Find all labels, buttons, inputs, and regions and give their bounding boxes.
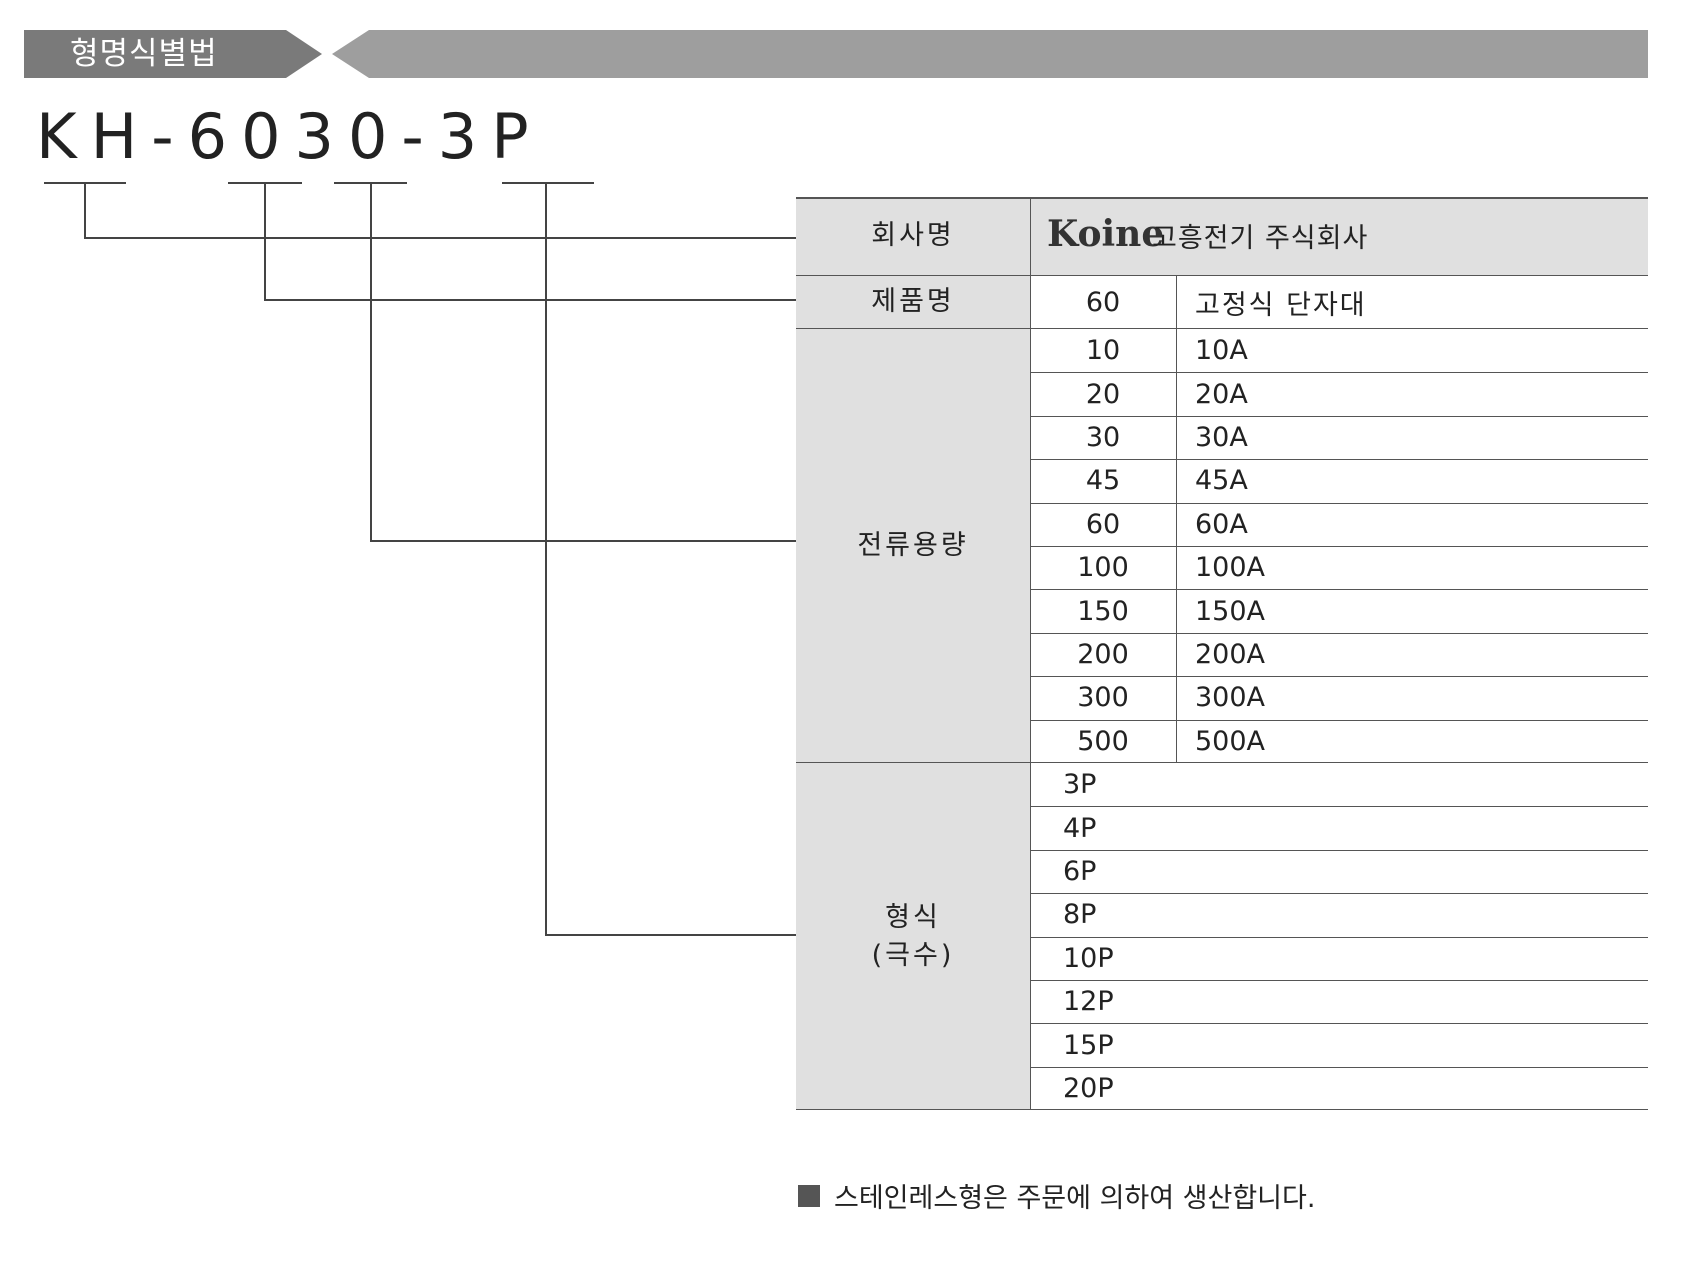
current-code: 300: [1077, 682, 1129, 714]
company-label: 회사명: [796, 197, 1030, 275]
current-value: 20A: [1195, 378, 1248, 410]
row-divider: [1031, 676, 1648, 678]
current-code: 30: [1085, 421, 1121, 453]
current-value: 10A: [1195, 335, 1248, 367]
footnote-text: 스테인레스형은 주문에 의하여 생산합니다.: [834, 1183, 1316, 1214]
row-divider: [1031, 632, 1648, 634]
current-value: 30A: [1195, 421, 1248, 453]
current-label: 전류용량: [796, 329, 1030, 762]
current-code: 200: [1077, 638, 1129, 670]
pole-count: 12P: [1063, 986, 1114, 1018]
current-code: 150: [1077, 595, 1129, 627]
footnote: 스테인레스형은 주문에 의하여 생산합니다.: [798, 1176, 1315, 1215]
product-code: 60: [1085, 286, 1121, 318]
current-value: 300A: [1195, 682, 1266, 714]
table-divider: [796, 275, 1648, 276]
row-divider: [1031, 719, 1648, 721]
row-divider: [1031, 589, 1648, 591]
row-divider: [1031, 415, 1648, 417]
current-value: 500A: [1195, 725, 1266, 757]
current-value: 100A: [1195, 552, 1266, 584]
model-code: KH-6030-3P: [36, 100, 543, 173]
type-label-line1: 형식: [885, 901, 941, 933]
current-value: 200A: [1195, 638, 1266, 670]
company-name: 고흥전기 주식회사: [1152, 223, 1369, 254]
row-divider: [1031, 936, 1648, 938]
current-code: 10: [1085, 335, 1121, 367]
pole-count: 3P: [1063, 769, 1097, 801]
row-divider: [1031, 849, 1648, 851]
row-divider: [1031, 502, 1648, 504]
row-divider: [1031, 1066, 1648, 1068]
current-code: 45: [1085, 465, 1121, 497]
current-code: 60: [1085, 508, 1121, 540]
pole-count: 4P: [1063, 812, 1097, 844]
current-value: 45A: [1195, 465, 1248, 497]
current-code: 500: [1077, 725, 1129, 757]
current-code: 20: [1085, 378, 1121, 410]
bullet-square-icon: [798, 1184, 820, 1207]
row-divider: [1031, 806, 1648, 808]
current-value: 60A: [1195, 508, 1248, 540]
table-divider: [796, 762, 1648, 763]
pole-count: 20P: [1063, 1072, 1114, 1104]
row-divider: [1031, 459, 1648, 461]
company-logo: Koine: [1047, 213, 1165, 255]
row-divider: [1031, 546, 1648, 547]
header-bar: [24, 30, 1648, 78]
table-divider: [796, 328, 1648, 329]
row-divider: [1031, 980, 1648, 981]
row-divider: [1031, 372, 1648, 374]
row-divider: [1031, 1023, 1648, 1025]
pole-count: 15P: [1063, 1029, 1114, 1061]
type-label: 형식 (극수): [796, 763, 1030, 1110]
pole-count: 6P: [1063, 855, 1097, 887]
section-title: 형명식별법: [70, 36, 218, 72]
pole-count: 8P: [1063, 899, 1097, 931]
current-value: 150A: [1195, 595, 1266, 627]
current-code: 100: [1077, 552, 1129, 584]
table-bottom-border: [796, 1109, 1648, 1110]
table-top-border: [796, 197, 1648, 199]
table-column-divider: [1176, 276, 1177, 762]
table-column-divider: [1030, 197, 1031, 1110]
product-label: 제품명: [796, 276, 1030, 328]
product-description: 고정식 단자대: [1195, 289, 1367, 321]
type-label-line2: (극수): [871, 939, 955, 971]
row-divider: [1031, 893, 1648, 895]
pole-count: 10P: [1063, 942, 1114, 974]
